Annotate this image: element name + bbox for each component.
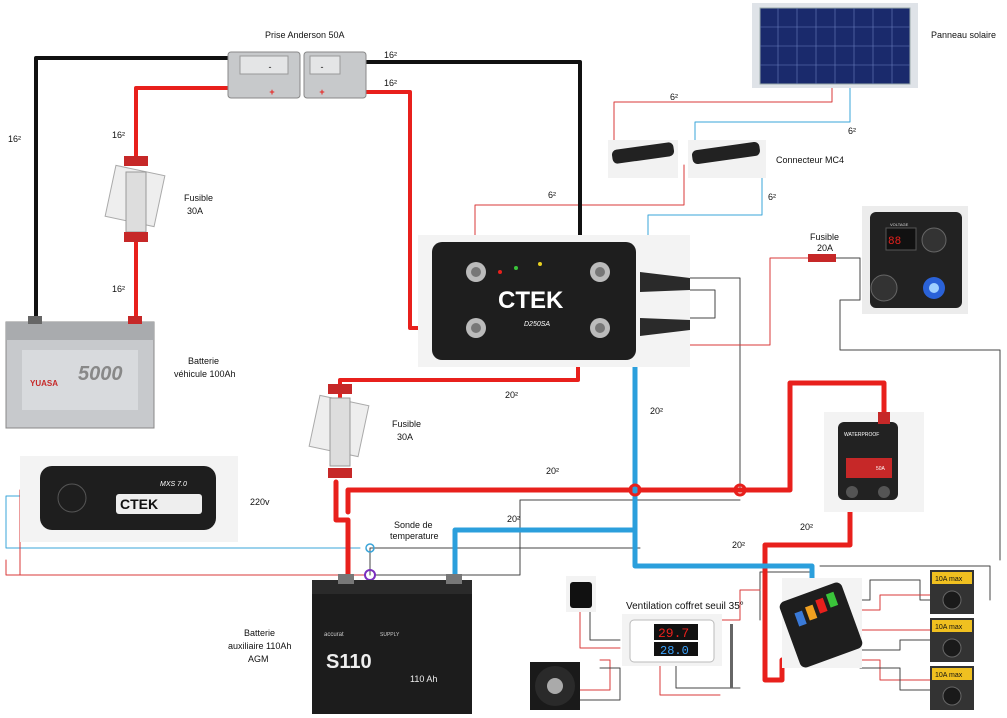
label-mc4: Connecteur MC4 <box>776 155 844 165</box>
label-sonde-2: temperature <box>390 531 439 541</box>
solar-panel-image <box>752 3 918 88</box>
label-bat-aux-1: Batterie <box>244 628 275 638</box>
wire-crossovers <box>364 483 747 581</box>
vehicle-battery-image: YUASA 5000 <box>5 316 155 429</box>
label-fuse-mid-1: Fusible <box>392 419 421 429</box>
w20-breaker: 20² <box>800 522 813 532</box>
aux-capacity: 110 Ah <box>410 674 437 684</box>
thin-wires <box>5 257 1001 701</box>
w16-left: 16² <box>8 134 21 144</box>
thermostat-temp2: 28.0 <box>660 644 689 658</box>
label-220v: 220v <box>250 497 270 507</box>
fuse-20a <box>808 254 836 262</box>
w20-ctek-out: 20² <box>505 390 518 400</box>
yuasa-model: 5000 <box>78 363 123 385</box>
label-fuse-top-2: 30A <box>187 206 203 216</box>
label-bat-vehicle-2: véhicule 100Ah <box>174 369 236 379</box>
label-fuse20-2: 20A <box>817 243 833 253</box>
aux-brand: accurat <box>324 632 344 638</box>
w6-right: 6² <box>848 126 856 136</box>
w6-top: 6² <box>670 92 678 102</box>
fuse-30a-mid <box>308 384 370 478</box>
w20-red-low: 20² <box>732 540 745 550</box>
w16-anderson-neg: 16² <box>384 50 397 60</box>
ctek-model: D250SA <box>524 321 550 328</box>
w16-fuse-bot: 16² <box>112 284 125 294</box>
panel-voltage: VOLTAGE <box>890 222 909 227</box>
panel-display: 88 <box>888 236 901 248</box>
w16-anderson-pos: 16² <box>384 78 397 88</box>
anderson-plus-1: + <box>269 87 274 97</box>
control-panel-image: 88 VOLTAGE <box>862 206 968 314</box>
label-bat-aux-3: AGM <box>248 654 269 664</box>
breaker-amps: 50A <box>876 466 886 472</box>
label-fuse20-1: Fusible <box>810 232 839 242</box>
socket-label-2: 10A max <box>935 624 963 631</box>
rocker-switch-image <box>566 576 596 612</box>
w6-mc4: 6² <box>768 192 776 202</box>
label-sonde-1: Sonde de <box>394 520 433 530</box>
w20-red-mid: 20² <box>546 466 559 476</box>
anderson-plus-2: + <box>319 87 324 97</box>
w20-blue-vert: 20² <box>650 406 663 416</box>
labels: Prise Anderson 50A Panneau solaire Conne… <box>174 30 996 664</box>
label-fuse-mid-2: 30A <box>397 432 413 442</box>
positive-wires <box>134 86 887 683</box>
mc4-connectors <box>608 140 766 178</box>
label-bat-aux-2: auxiliaire 110Ah <box>228 641 291 651</box>
label-bat-vehicle-1: Batterie <box>188 356 219 366</box>
label-panel: Panneau solaire <box>931 30 996 40</box>
wire-size-labels: 16² 16² 16² 16² 16² 6² 6² 6² 6² 20² 20² … <box>8 50 856 550</box>
aux-series: SUPPLY <box>380 632 400 638</box>
ctek-mxs-charger-image: CTEK MXS 7.0 <box>20 456 238 542</box>
label-fuse-top-1: Fusible <box>184 193 213 203</box>
fuse-box-image <box>779 578 863 668</box>
socket-10a-2: 10A max <box>930 618 974 662</box>
yuasa-brand: YUASA <box>30 379 58 388</box>
aux-model: S110 <box>326 651 372 673</box>
anderson-plug: - + - + <box>227 51 367 99</box>
mxs-brand: CTEK <box>120 496 158 512</box>
breaker-text: WATERPROOF <box>844 432 879 438</box>
w16-fuse-top: 16² <box>112 130 125 140</box>
aux-battery-image: accurat SUPPLY S110 110 Ah <box>312 574 472 714</box>
circuit-breaker-image: WATERPROOF 50A <box>824 412 924 512</box>
thermostat-temp1: 29.7 <box>658 626 689 641</box>
label-anderson: Prise Anderson 50A <box>265 30 345 40</box>
socket-label-1: 10A max <box>935 576 963 583</box>
socket-10a-3: 10A max <box>930 666 974 710</box>
socket-label-3: 10A max <box>935 672 963 679</box>
w20-blue-mid: 20² <box>507 514 520 524</box>
ctek-brand: CTEK <box>498 287 564 314</box>
fuse-30a-top <box>104 156 166 242</box>
anderson-minus-2: - <box>321 62 324 72</box>
mxs-model: MXS 7.0 <box>160 481 187 488</box>
w6-ctek: 6² <box>548 190 556 200</box>
thermostat-image: 29.7 28.0 <box>622 614 733 688</box>
fan-image <box>530 662 580 710</box>
anderson-minus-1: - <box>269 62 272 72</box>
ctek-d250sa-image: CTEK D250SA <box>418 235 690 367</box>
socket-10a-1: 10A max <box>930 570 974 614</box>
label-ventilation: Ventilation coffret seuil 35° <box>626 601 744 612</box>
